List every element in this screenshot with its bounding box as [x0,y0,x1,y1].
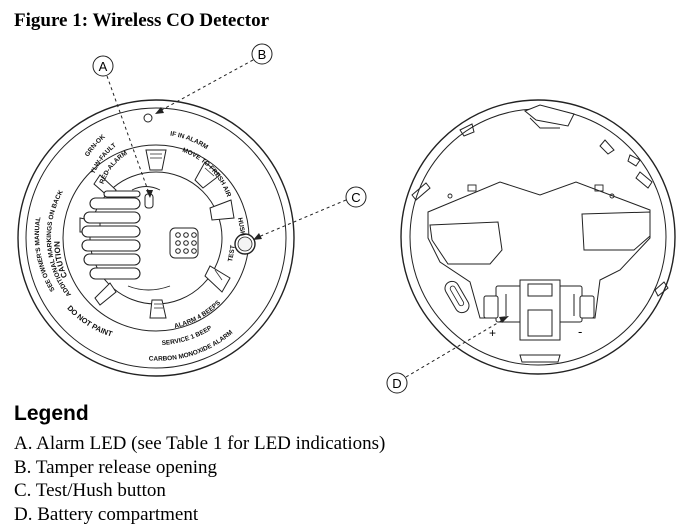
legend-list: A. Alarm LED (see Table 1 for LED indica… [14,432,385,526]
callout-c-letter: C [351,190,360,205]
callout-b-letter: B [258,47,267,62]
test-hush-button[interactable] [235,234,255,254]
label-if-in-alarm: IF IN ALARM [170,131,209,152]
svg-text:IF IN ALARM: IF IN ALARM [170,131,209,152]
callout-c: C [253,187,366,240]
svg-text:SERVICE 1 BEEP: SERVICE 1 BEEP [162,324,214,347]
legend-item-d: D. Battery compartment [14,503,385,526]
co-detector-diagram: GRN-OK YLW-FAULT RED-ALARM IF IN ALARM M… [0,0,688,400]
svg-text:ALARM 4 BEEPS: ALARM 4 BEEPS [174,299,223,330]
callout-b: B [155,44,272,114]
label-test: TEST [227,245,237,263]
label-hush: HUSH [236,217,246,237]
legend-item-c: C. Test/Hush button [14,479,385,503]
legend-item-b: B. Tamper release opening [14,456,385,480]
detector-front-view: GRN-OK YLW-FAULT RED-ALARM IF IN ALARM M… [18,100,294,376]
legend-item-a: A. Alarm LED (see Table 1 for LED indica… [14,432,385,456]
battery-plus-label: + [489,326,496,340]
label-do-not-paint: DO NOT PAINT [65,304,114,339]
horn-grille [82,191,140,279]
callout-a-letter: A [99,59,108,74]
label-service-beep: SERVICE 1 BEEP [162,324,214,347]
tamper-release-opening [144,114,152,122]
callout-d-letter: D [392,376,401,391]
battery-minus-label: - [578,324,582,339]
label-alarm-beeps: ALARM 4 BEEPS [174,299,223,330]
sensor-holes [170,228,198,258]
svg-text:DO NOT PAINT: DO NOT PAINT [65,304,114,339]
legend-heading: Legend [14,402,89,426]
alarm-led [145,194,153,208]
